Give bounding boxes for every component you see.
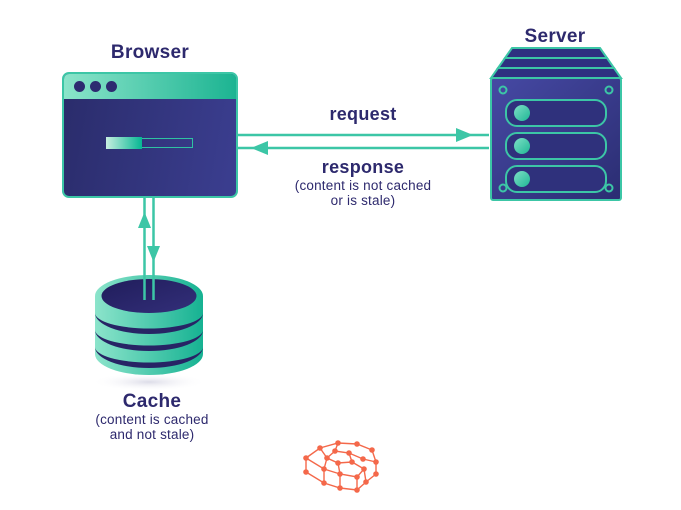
loading-progress-bar xyxy=(106,137,193,149)
response-note-line2: or is stale) xyxy=(330,193,396,208)
cache-database-icon xyxy=(91,275,207,391)
browser-window-icon xyxy=(62,72,238,198)
cache-up-arrowhead xyxy=(138,212,151,228)
window-titlebar xyxy=(64,74,236,99)
cache-down-arrowhead xyxy=(147,246,160,262)
response-note: (content is not cached or is stale) xyxy=(250,178,476,208)
request-label: request xyxy=(329,104,397,124)
server-icon xyxy=(489,47,623,201)
cache-note: (content is cached and not stale) xyxy=(64,412,240,442)
network-cube-icon xyxy=(303,440,379,493)
network-cube-nodes xyxy=(303,440,379,493)
server-label: Server xyxy=(524,26,586,47)
request-arrowhead xyxy=(456,128,473,142)
browser-label: Browser xyxy=(110,42,190,63)
cache-disk-separators xyxy=(95,313,203,368)
response-arrowhead xyxy=(251,141,268,155)
loading-progress-fill xyxy=(106,137,142,149)
cache-note-line2: and not stale) xyxy=(109,427,195,442)
window-dot xyxy=(90,81,101,92)
window-dot xyxy=(74,81,85,92)
server-screws xyxy=(498,85,614,193)
response-note-line1: (content is not cached xyxy=(294,178,432,193)
cache-shadow xyxy=(91,373,207,391)
window-dot xyxy=(106,81,117,92)
cache-label: Cache xyxy=(122,391,182,412)
server-top-plates xyxy=(489,47,623,79)
cache-note-line1: (content is cached xyxy=(95,412,209,427)
server-drive-bays xyxy=(505,99,607,193)
response-label: response xyxy=(321,157,405,177)
